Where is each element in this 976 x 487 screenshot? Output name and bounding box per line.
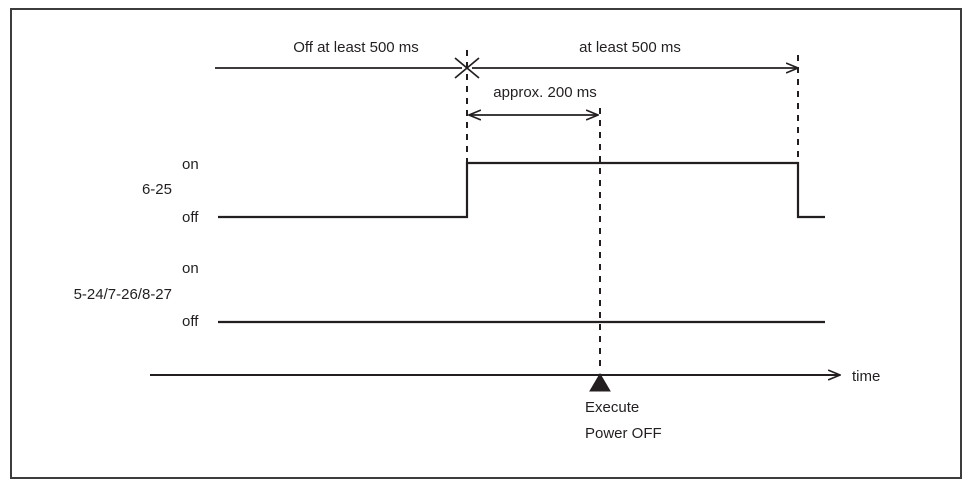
pulse-duration-label: approx. 200 ms (493, 84, 597, 101)
signal-name-6-25: 6-25 (141, 181, 172, 198)
time-axis-group (150, 373, 840, 392)
signal-6-25-off-label: off (182, 209, 199, 226)
signal-5-24-7-26-8-27-off-label: off (182, 313, 199, 330)
signal-6-25-on-label: on (182, 156, 199, 173)
signal-5-24-7-26-8-27-on-label: on (182, 260, 199, 277)
on-duration-label: at least 500 ms (579, 39, 681, 56)
execute-event-label-line2: Power OFF (585, 425, 662, 442)
execute-power-off-marker-triangle (589, 373, 611, 392)
signal-waveform-6-25 (218, 161, 825, 219)
execute-event-label-line1: Execute (585, 399, 640, 416)
dashed-reference-lines (466, 50, 799, 372)
top-measurement-group (215, 57, 798, 79)
time-axis-label: time (852, 368, 881, 385)
waveform-path-6-25 (218, 161, 825, 219)
off-duration-label: Off at least 500 ms (293, 39, 419, 56)
signal-name-5-24-7-26-8-27: 5-24/7-26/8-27 (73, 286, 172, 303)
figure-border (10, 8, 962, 479)
